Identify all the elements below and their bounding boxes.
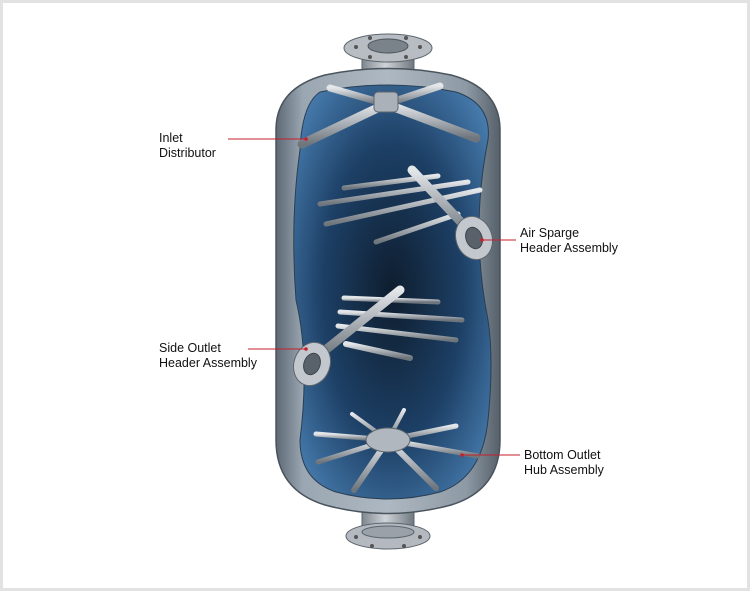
inlet-distributor bbox=[297, 82, 481, 149]
leader-lines bbox=[228, 137, 520, 457]
callout-bottom-outlet: Bottom Outlet Hub Assembly bbox=[524, 448, 604, 478]
callout-line: Hub Assembly bbox=[524, 463, 604, 477]
bottom-outlet-hub bbox=[313, 408, 481, 493]
callout-line: Distributor bbox=[159, 146, 216, 160]
callout-line: Air Sparge bbox=[520, 226, 580, 240]
callout-inlet-distributor: Inlet Distributor bbox=[159, 131, 216, 161]
callout-line: Inlet bbox=[159, 131, 183, 145]
callout-line: Header Assembly bbox=[520, 241, 618, 255]
callout-line: Header Assembly bbox=[159, 356, 257, 370]
callout-air-sparge: Air Sparge Header Assembly bbox=[520, 226, 618, 256]
air-sparge-header bbox=[317, 165, 494, 261]
callout-line: Side Outlet bbox=[159, 341, 221, 355]
callout-side-outlet: Side Outlet Header Assembly bbox=[159, 341, 257, 371]
side-outlet-header bbox=[292, 285, 465, 387]
callout-line: Bottom Outlet bbox=[524, 448, 601, 462]
